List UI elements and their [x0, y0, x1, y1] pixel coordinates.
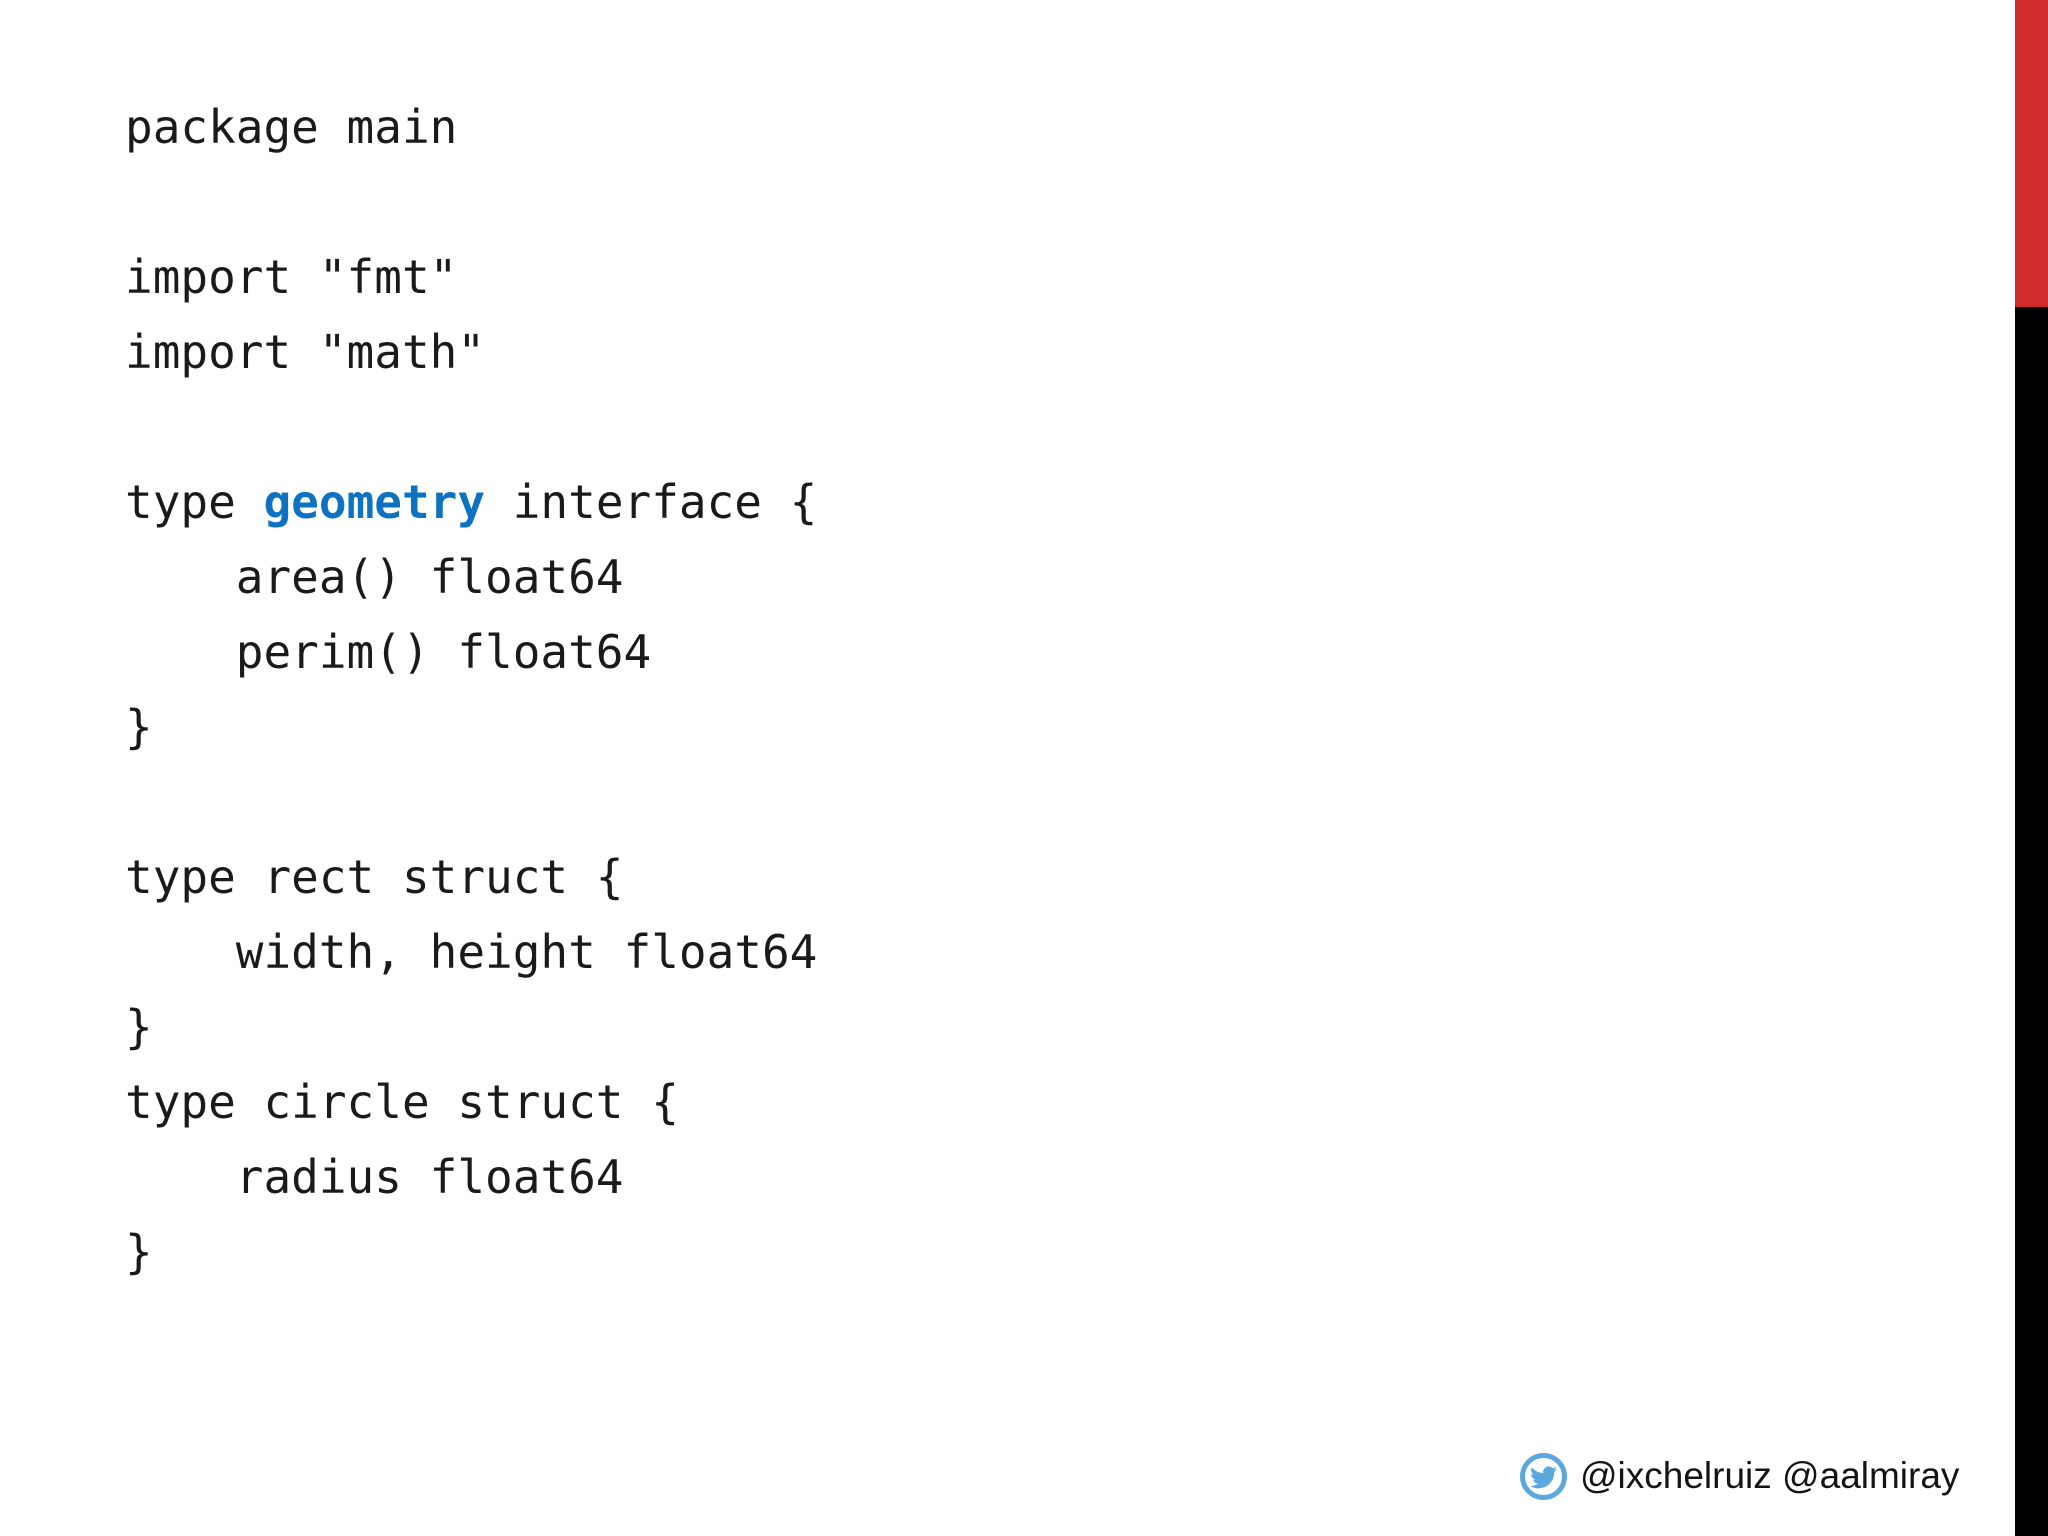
code-line: }	[125, 1000, 153, 1054]
accent-bar-red	[2015, 0, 2048, 307]
twitter-handles: @ixchelruiz @aalmiray	[1580, 1455, 1960, 1496]
code-line: width, height float64	[125, 925, 818, 979]
code-line: type geometry interface {	[125, 475, 818, 529]
code-block: package main import "fmt" import "math" t…	[125, 90, 817, 1290]
code-line: import "fmt"	[125, 250, 458, 304]
code-line	[125, 765, 817, 840]
keyword-blue-token: geometry	[263, 475, 486, 529]
code-line: radius float64	[125, 1150, 624, 1204]
code-line: area() float64	[125, 550, 624, 604]
code-line	[125, 165, 817, 240]
code-line: }	[125, 700, 153, 754]
code-line: import "math"	[125, 325, 486, 379]
code-line: package main	[125, 100, 458, 154]
twitter-bird-icon	[1520, 1452, 1567, 1500]
code-line: type circle struct {	[125, 1075, 679, 1129]
code-line: perim() float64	[125, 625, 652, 679]
twitter-footer: @ixchelruiz @aalmiray	[1520, 1450, 1959, 1502]
accent-bar-black	[2015, 307, 2048, 1536]
code-line: }	[125, 1225, 153, 1279]
code-line	[125, 390, 817, 465]
code-line: type rect struct {	[125, 850, 624, 904]
